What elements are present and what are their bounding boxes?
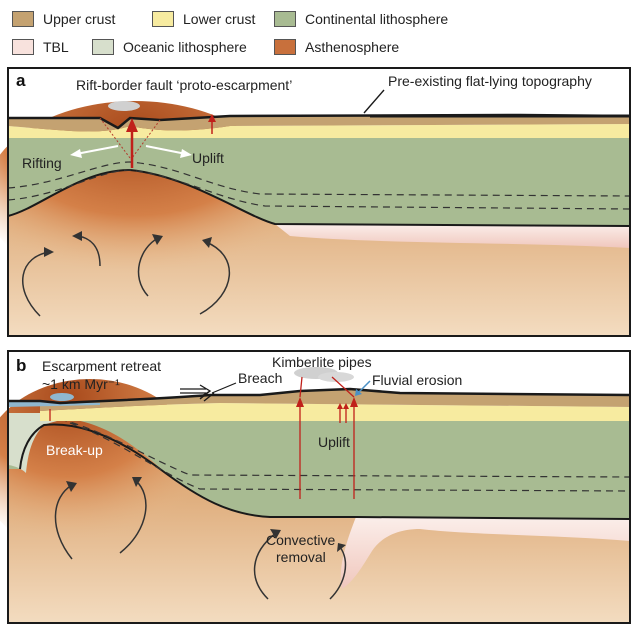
uplift-arrowheads xyxy=(337,403,349,409)
label-break-up: Break-up xyxy=(46,442,103,458)
convection-arrow xyxy=(199,241,231,315)
rifting-arrowhead-right xyxy=(180,149,192,158)
kimberlite-leader-lines xyxy=(299,376,355,398)
panel-a-frame xyxy=(7,67,631,337)
escarpment-retreat-arrow xyxy=(180,388,206,394)
convection-arrow xyxy=(54,484,73,560)
legend-label: Asthenosphere xyxy=(305,39,400,55)
kimberlite-pipes xyxy=(299,399,355,499)
fluvial-erosion-arrowhead xyxy=(355,389,362,396)
legend-label: Upper crust xyxy=(43,11,116,27)
rift-faults xyxy=(99,117,161,159)
label-escarpment-retreat: Escarpment retreat xyxy=(42,358,161,374)
magma-arrowhead xyxy=(126,118,138,132)
label-uplift-b: Uplift xyxy=(318,434,350,450)
panel-b-frame xyxy=(7,350,631,624)
continental-lithosphere xyxy=(8,138,630,226)
cloud xyxy=(318,372,354,382)
label-fluvial-erosion: Fluvial erosion xyxy=(372,372,462,388)
dashed-isotherm xyxy=(7,161,631,197)
uplift-arrowhead xyxy=(208,114,216,122)
label-rift-border-fault: Rift-border fault ‘proto-escarpment’ xyxy=(76,77,292,93)
panel-b-diagram: b Escarpment retreat ~1 km Myr⁻¹ Breach … xyxy=(0,349,638,629)
label-uplift-a: Uplift xyxy=(192,150,224,166)
convection-arrow xyxy=(22,251,51,317)
legend-item-continental-lithosphere: Continental lithosphere xyxy=(274,11,448,27)
kimberlite-arrowheads xyxy=(296,397,358,407)
legend-swatch-tbl xyxy=(12,39,34,55)
label-kimberlite-pipes: Kimberlite pipes xyxy=(272,354,372,370)
oceanic-lithosphere xyxy=(8,413,90,473)
surface-topography xyxy=(8,387,631,405)
legend-label: TBL xyxy=(43,39,69,55)
legend-swatch-lower-crust xyxy=(152,11,174,27)
label-convective: Convective xyxy=(266,532,335,548)
tbl-layer xyxy=(340,517,630,589)
dashed-isotherm xyxy=(7,169,631,210)
legend-swatch-continental-lithosphere xyxy=(274,11,296,27)
convection-arrowhead xyxy=(337,543,346,552)
label-breach: Breach xyxy=(238,370,282,386)
legend: Upper crust Lower crust Continental lith… xyxy=(0,0,638,62)
legend-item-lower-crust: Lower crust xyxy=(152,11,255,27)
panel-a-letter: a xyxy=(16,71,26,90)
legend-item-upper-crust: Upper crust xyxy=(12,11,115,27)
label-leader-line xyxy=(363,89,385,114)
legend-item-oceanic-lithosphere: Oceanic lithosphere xyxy=(92,39,247,55)
tbl-layer xyxy=(275,224,630,248)
breach-leader-line xyxy=(211,382,237,394)
convection-arrow xyxy=(329,546,347,600)
continental-lithosphere xyxy=(40,419,630,519)
convection-arrowhead xyxy=(202,237,212,248)
escarpment-retreat-arrowhead xyxy=(199,384,212,398)
legend-swatch-oceanic-lithosphere xyxy=(92,39,114,55)
uplift-arrows xyxy=(339,407,347,423)
legend-swatch-asthenosphere xyxy=(274,39,296,55)
legend-item-tbl: TBL xyxy=(12,39,69,55)
legend-swatch-upper-crust xyxy=(12,11,34,27)
cloud xyxy=(108,101,140,111)
rifting-arrow-left xyxy=(75,145,119,155)
label-pre-existing-topography: Pre-existing flat-lying topography xyxy=(388,73,592,89)
convection-arrow xyxy=(253,532,277,600)
convection-arrowhead xyxy=(44,247,54,257)
fluvial-erosion-arrow xyxy=(357,380,371,394)
convection-arrow xyxy=(137,237,159,297)
cloud xyxy=(50,393,74,401)
dashed-isotherm xyxy=(59,418,631,478)
legend-label: Continental lithosphere xyxy=(305,11,449,27)
label-rifting: Rifting xyxy=(22,155,62,171)
panel-a-diagram: a Rift-border fault ‘proto-escarpment’ P… xyxy=(0,66,638,341)
convection-arrowhead xyxy=(132,477,142,487)
lower-crust xyxy=(40,403,630,421)
legend-item-asthenosphere: Asthenosphere xyxy=(274,39,399,55)
legend-label: Oceanic lithosphere xyxy=(123,39,247,55)
convection-arrow xyxy=(119,480,147,554)
panel-b-letter: b xyxy=(16,356,26,375)
rifting-arrowhead-left xyxy=(70,149,82,158)
lower-crust xyxy=(8,124,630,138)
label-removal: removal xyxy=(276,549,326,565)
convection-arrowhead xyxy=(72,231,82,241)
legend-label: Lower crust xyxy=(183,11,256,27)
lithosphere-base-line xyxy=(19,423,631,520)
convection-arrowhead xyxy=(152,234,163,245)
label-escarpment-rate: ~1 km Myr⁻¹ xyxy=(42,376,120,392)
convection-arrowhead xyxy=(66,481,77,492)
rifting-arrow-right xyxy=(145,145,187,155)
convection-arrowhead xyxy=(270,529,281,539)
